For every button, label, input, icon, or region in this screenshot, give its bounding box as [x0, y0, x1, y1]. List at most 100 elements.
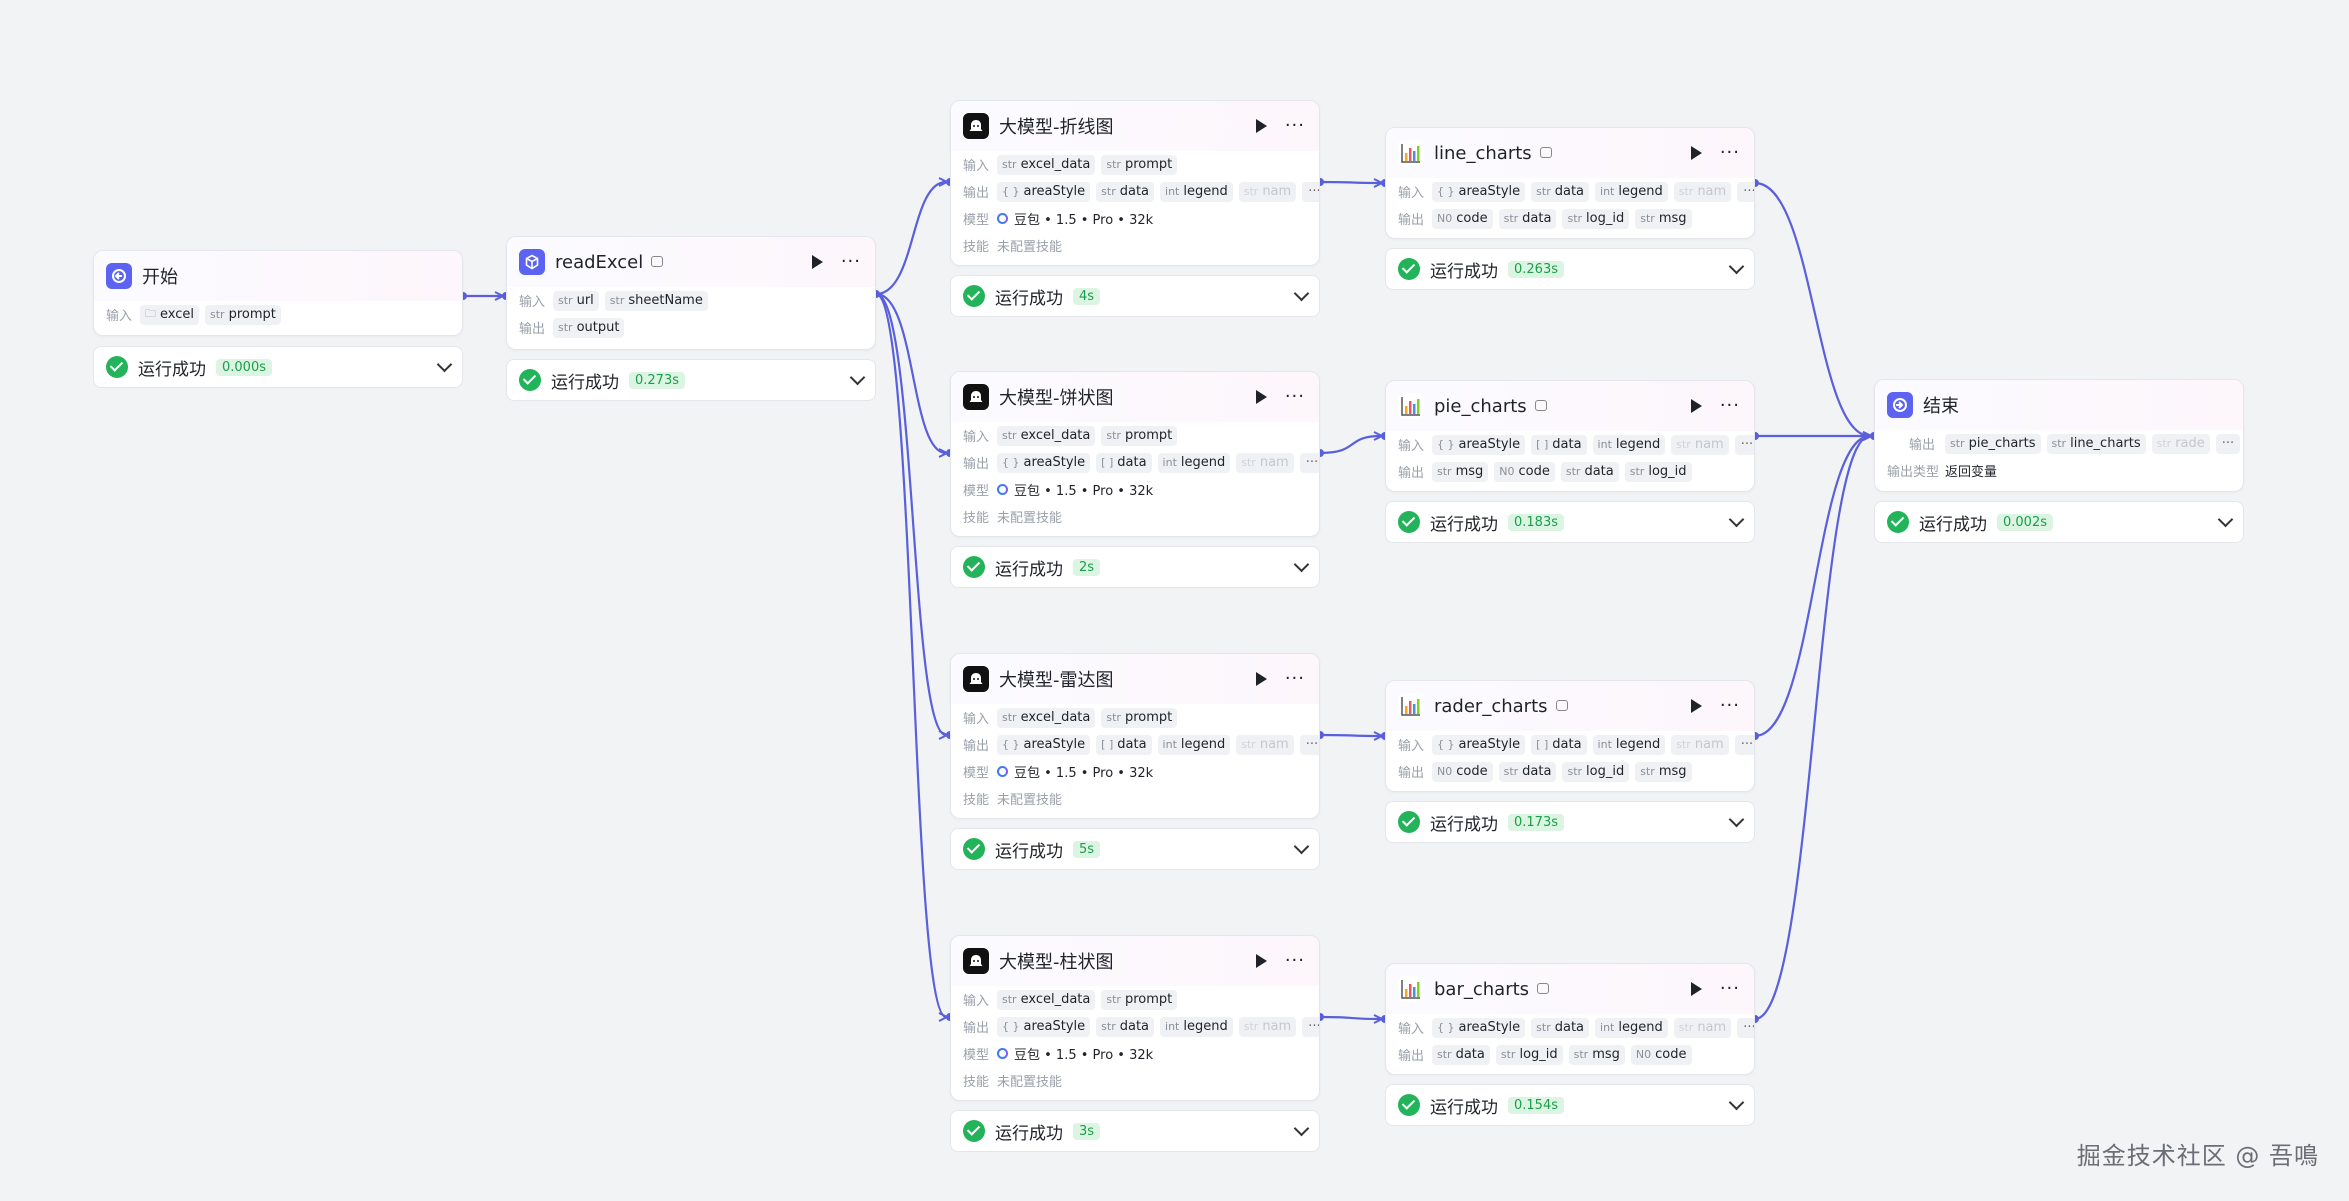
more-options-button[interactable]: ··· [1719, 142, 1740, 163]
more-params-button[interactable]: ··· [1734, 434, 1754, 455]
run-status[interactable]: 运行成功 0.002s [1874, 501, 2244, 543]
chevron-down-icon[interactable] [1728, 258, 1745, 274]
row-label: 输出类型 [1887, 465, 1940, 480]
more-options-button[interactable]: ··· [1284, 115, 1305, 136]
chevron-down-icon[interactable] [1728, 511, 1745, 527]
run-button[interactable] [1690, 146, 1702, 160]
duration-badge: 0.183s [1508, 513, 1564, 531]
node-title: 大模型-柱状图 [999, 952, 1114, 973]
run-status[interactable]: 运行成功 4s [950, 275, 1320, 317]
run-button[interactable] [811, 255, 823, 269]
row-label: 输出 [963, 739, 990, 754]
row-label: 输入 [519, 295, 546, 310]
chevron-down-icon[interactable] [1728, 811, 1745, 827]
run-status[interactable]: 运行成功 0.000s [93, 346, 463, 388]
plugin-icon [1539, 146, 1552, 158]
run-button[interactable] [1255, 954, 1267, 968]
cube-icon [519, 249, 545, 275]
more-options-button[interactable]: ··· [1284, 386, 1305, 407]
run-button[interactable] [1255, 119, 1267, 133]
output-type-value: 返回变量 [1945, 465, 1998, 480]
more-options-button[interactable]: ··· [1284, 950, 1305, 971]
row-label: 输出 [1398, 1049, 1425, 1064]
more-options-button[interactable]: ··· [1284, 668, 1305, 689]
row-label: 输入 [963, 712, 990, 727]
more-params-button[interactable]: ··· [1302, 1016, 1319, 1037]
run-status[interactable]: 运行成功 3s [950, 1110, 1320, 1152]
workflow-edge [875, 182, 946, 296]
chevron-down-icon[interactable] [1728, 1094, 1745, 1110]
node-title: readExcel [555, 251, 644, 273]
llm-icon [963, 666, 989, 692]
row-label: 输出 [1909, 438, 1936, 453]
success-check-icon [963, 838, 985, 860]
run-status[interactable]: 运行成功 0.263s [1385, 248, 1755, 290]
llm-icon [963, 113, 989, 139]
run-button[interactable] [1690, 699, 1702, 713]
run-button[interactable] [1690, 399, 1702, 413]
chevron-down-icon[interactable] [1293, 556, 1310, 572]
param-tag: [ ]data [1531, 434, 1587, 455]
node-title: 大模型-雷达图 [999, 670, 1114, 691]
run-button[interactable] [1255, 390, 1267, 404]
more-params-button[interactable]: ··· [1737, 181, 1754, 202]
param-tag: { }areaStyle [997, 452, 1091, 473]
more-options-button[interactable]: ··· [1719, 695, 1740, 716]
run-status[interactable]: 运行成功 2s [950, 546, 1320, 588]
success-check-icon [1398, 511, 1420, 533]
run-status[interactable]: 运行成功 5s [950, 828, 1320, 870]
row-label: 输出 [963, 457, 990, 472]
more-params-button[interactable]: ··· [1734, 734, 1754, 755]
doubao-logo-icon [997, 213, 1008, 224]
chevron-down-icon[interactable] [2217, 511, 2234, 527]
row-label: 输出 [519, 322, 546, 337]
run-status[interactable]: 运行成功 0.154s [1385, 1084, 1755, 1126]
row-label: 输出 [963, 1021, 990, 1036]
run-status[interactable]: 运行成功 0.273s [506, 359, 876, 401]
more-params-button[interactable]: ··· [1299, 734, 1319, 755]
more-options-button[interactable]: ··· [1719, 978, 1740, 999]
run-status[interactable]: 运行成功 0.173s [1385, 801, 1755, 843]
more-params-button[interactable]: ··· [1737, 1017, 1754, 1038]
row-label: 模型 [963, 766, 990, 781]
chevron-down-icon[interactable] [1293, 838, 1310, 854]
more-options-button[interactable]: ··· [1719, 395, 1740, 416]
run-button[interactable] [1690, 982, 1702, 996]
chevron-down-icon[interactable] [1293, 285, 1310, 301]
more-params-button[interactable]: ··· [2215, 433, 2241, 454]
more-params-button[interactable]: ··· [1299, 452, 1319, 473]
chevron-down-icon[interactable] [436, 356, 453, 372]
chevron-down-icon[interactable] [1293, 1120, 1310, 1136]
duration-badge: 3s [1073, 1122, 1101, 1140]
chart-icon [1398, 140, 1424, 166]
plugin-icon [1555, 699, 1568, 711]
more-options-button[interactable]: ··· [840, 251, 861, 272]
model-value: 豆包 • 1.5 • Pro • 32k [1014, 484, 1154, 499]
run-status[interactable]: 运行成功 0.183s [1385, 501, 1755, 543]
more-params-button[interactable]: ··· [1302, 181, 1319, 202]
run-button[interactable] [1255, 672, 1267, 686]
chevron-down-icon[interactable] [849, 369, 866, 385]
